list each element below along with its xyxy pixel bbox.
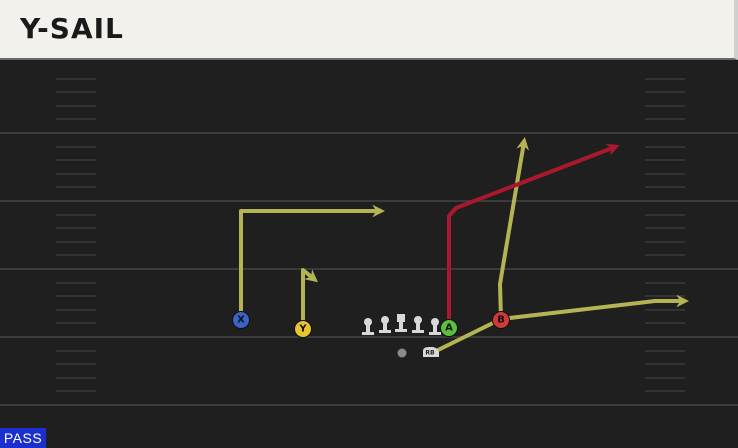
player-a[interactable]: A <box>440 319 458 337</box>
lineman-center <box>395 314 407 332</box>
hash-marks-right <box>645 78 685 392</box>
x-button-label: X <box>237 315 245 326</box>
a-button-icon <box>440 319 458 337</box>
a-button-label: A <box>445 323 453 334</box>
player-b[interactable]: B <box>492 311 510 329</box>
offensive-line <box>362 314 441 335</box>
b-button-icon <box>492 311 510 329</box>
route-b-post <box>498 136 530 321</box>
route-b-out <box>499 294 690 321</box>
routes <box>239 136 690 355</box>
quarterback-marker <box>397 348 407 358</box>
route-x-corner <box>239 204 386 320</box>
lineman-right-guard <box>412 316 424 333</box>
y-button-label: Y <box>298 324 307 335</box>
lineman-left-tackle <box>362 318 374 335</box>
running-back-icon <box>423 347 439 357</box>
lineman-left-guard <box>379 316 391 333</box>
yard-lines <box>0 132 738 406</box>
play-type-badge: PASS <box>0 428 46 448</box>
player-y[interactable]: Y <box>294 320 312 338</box>
lineman-right-tackle <box>429 318 441 335</box>
play-name: Y-SAIL <box>20 12 124 45</box>
hash-marks-left <box>56 78 96 392</box>
player-x[interactable]: X <box>232 311 250 329</box>
play-title-bar: Y-SAIL <box>0 0 738 60</box>
route-rb-to-b <box>430 317 503 355</box>
player-rb[interactable]: RB <box>423 347 439 357</box>
b-button-label: B <box>497 315 505 326</box>
play-diagram: RB X Y A B <box>0 78 738 406</box>
y-button-icon <box>294 320 312 338</box>
rb-label: RB <box>425 350 435 357</box>
x-button-icon <box>232 311 250 329</box>
route-y-flat <box>301 268 318 330</box>
route-a-primary-corner <box>447 143 620 329</box>
